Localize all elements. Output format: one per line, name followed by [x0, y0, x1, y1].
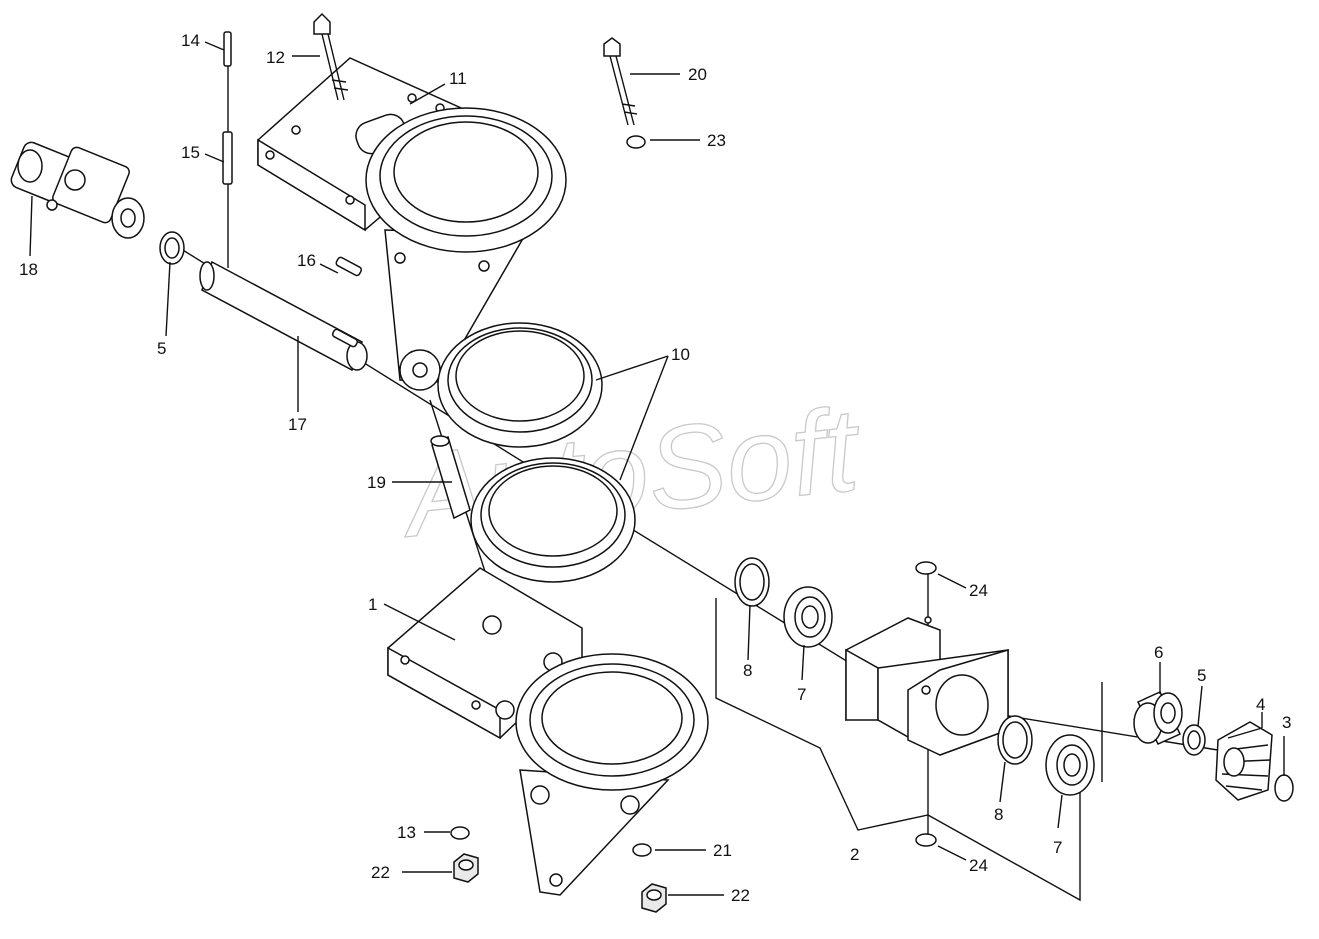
key	[335, 256, 363, 277]
callout-6: 6	[1154, 643, 1163, 662]
bevel-gear	[1215, 721, 1273, 801]
pin-small	[223, 31, 232, 67]
callout-13: 13	[397, 823, 416, 842]
callout-7-upper: 7	[797, 685, 806, 704]
lock-washer	[450, 826, 470, 840]
nut-right	[641, 883, 667, 913]
callout-16: 16	[297, 251, 316, 270]
callout-18: 18	[19, 260, 38, 279]
callout-5-right: 5	[1197, 666, 1206, 685]
callout-8-lower: 8	[994, 805, 1003, 824]
upper-bracket	[257, 57, 567, 391]
bearing-7-lower	[1045, 734, 1095, 796]
callout-5-left: 5	[157, 339, 166, 358]
shaft	[199, 260, 368, 372]
callout-23: 23	[707, 131, 726, 150]
callout-20: 20	[688, 65, 707, 84]
snap-ring-8-upper	[734, 557, 770, 607]
washer-lower	[632, 843, 652, 857]
group-bracket-2	[715, 598, 1081, 902]
universal-joint	[10, 141, 145, 239]
callout-15: 15	[181, 143, 200, 162]
callout-19: 19	[367, 473, 386, 492]
bolt-left	[313, 12, 349, 101]
callout-1: 1	[368, 595, 377, 614]
seal-ring-upper	[437, 322, 603, 448]
callout-21: 21	[713, 841, 732, 860]
callout-24-upper: 24	[969, 581, 988, 600]
seal-ring-lower	[470, 457, 636, 583]
retaining-ring-3	[1274, 774, 1294, 802]
callout-8-upper: 8	[743, 661, 752, 680]
washer-5-left	[159, 231, 185, 265]
washer-24-lower	[915, 833, 937, 847]
callout-10: 10	[671, 345, 690, 364]
nut-left	[453, 853, 479, 883]
pin-long	[222, 131, 233, 185]
callout-12: 12	[266, 48, 285, 67]
callout-7-lower: 7	[1053, 838, 1062, 857]
callout-4: 4	[1256, 695, 1265, 714]
callout-3: 3	[1282, 713, 1291, 732]
callout-24-lower: 24	[969, 856, 988, 875]
callout-11: 11	[449, 69, 467, 88]
bearing-housing	[845, 616, 1009, 756]
bearing-7-upper	[783, 586, 833, 648]
bolt-right	[603, 37, 638, 126]
washer-24-upper	[915, 561, 937, 575]
callout-labels: 1 2 3 4 5 5 6 7 7 8 8 10 11 12 13 14 15 …	[19, 31, 1291, 905]
callout-22-left: 22	[371, 863, 390, 882]
washer-5-right	[1182, 724, 1206, 756]
sleeve-pin	[430, 435, 471, 520]
spacer-6	[1133, 691, 1183, 745]
washer-top-right	[626, 135, 646, 149]
callout-14: 14	[181, 31, 200, 50]
callout-2: 2	[850, 845, 859, 864]
lower-bracket	[387, 567, 709, 896]
callout-22-right: 22	[731, 886, 750, 905]
leader-lines	[29, 41, 1285, 896]
callout-17: 17	[288, 415, 307, 434]
snap-ring-8-lower	[997, 715, 1033, 765]
